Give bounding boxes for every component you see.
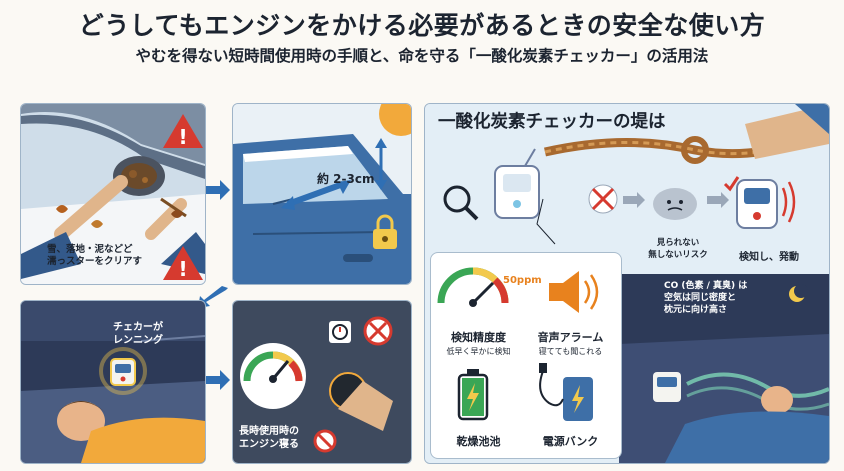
checker-on-label: チェカーが レンニング [113, 322, 163, 346]
flow-arrow-down-left [198, 286, 228, 308]
checker-features-card: 50ppm 検知精度度 低早く早かに検知 音声アラーム 寝てても聞これる 乾燥池… [430, 252, 622, 459]
invisible-risk-label: 見られない 無しないリスク [648, 238, 708, 260]
warning-icon [163, 246, 203, 280]
warning-icon [163, 114, 203, 148]
co-note-label: CO (色素 / 真臭) は 空気は同じ密度と 枕元に向け高さ [664, 281, 748, 316]
feature-label-sensitivity: 検知精度度 [451, 331, 506, 344]
engine-timer-illustration [233, 301, 411, 463]
sleeping-with-checker-illustration [21, 301, 205, 463]
co-cloud-icon [653, 188, 697, 220]
svg-text:!: ! [178, 125, 187, 149]
feature-label-power-bank: 電源バンク [542, 435, 599, 448]
feature-label-alarm: 音声アラーム [537, 331, 604, 344]
clear-exhaust-label: 雪、落地・泥などど 濡っスターをクリアす [47, 244, 143, 268]
flow-arrow-right [206, 370, 230, 390]
feature-sub-sensitivity: 低早く早かに検知 [446, 347, 511, 356]
page-title: どうしてもエンジンをかける必要があるときの安全な使い方 [78, 11, 766, 40]
feature-label-battery: 乾燥池池 [456, 435, 501, 448]
page-subtitle: やむを得ない短時間使用時の手順と、命を守る「一酸化炭素チェッカー」の活用法 [135, 47, 709, 65]
checker-section [424, 103, 830, 464]
step-window-gap-panel: 約 2-3cm [232, 103, 412, 285]
step-checker-on-panel: チェカーが レンニング [20, 300, 206, 464]
exhaust-clearing-illustration: ! ! [21, 104, 205, 284]
magnifier-icon [443, 185, 471, 213]
step-clear-exhaust-panel: ! ! 雪、落地・泥などど 濡っスターをクリアす [20, 103, 206, 285]
window-gap-label: 約 2-3cm [317, 172, 375, 186]
ppm-badge: 50ppm [503, 275, 542, 286]
step-no-sleep-panel: 長時使用時の エンジン寝る [232, 300, 412, 464]
detect-alarm-label: 検知し、発動 [739, 252, 799, 263]
feature-sub-alarm: 寝てても聞これる [538, 347, 603, 356]
svg-text:!: ! [178, 257, 187, 281]
speaker-icon [549, 283, 563, 301]
checker-section-title: 一酸化炭素チェッカーの堤は [438, 112, 666, 132]
no-sleep-label: 長時使用時の エンジン寝る [239, 426, 299, 450]
car-window-illustration [233, 104, 411, 284]
features-illustration [437, 267, 599, 421]
flow-arrow-right [206, 180, 230, 200]
